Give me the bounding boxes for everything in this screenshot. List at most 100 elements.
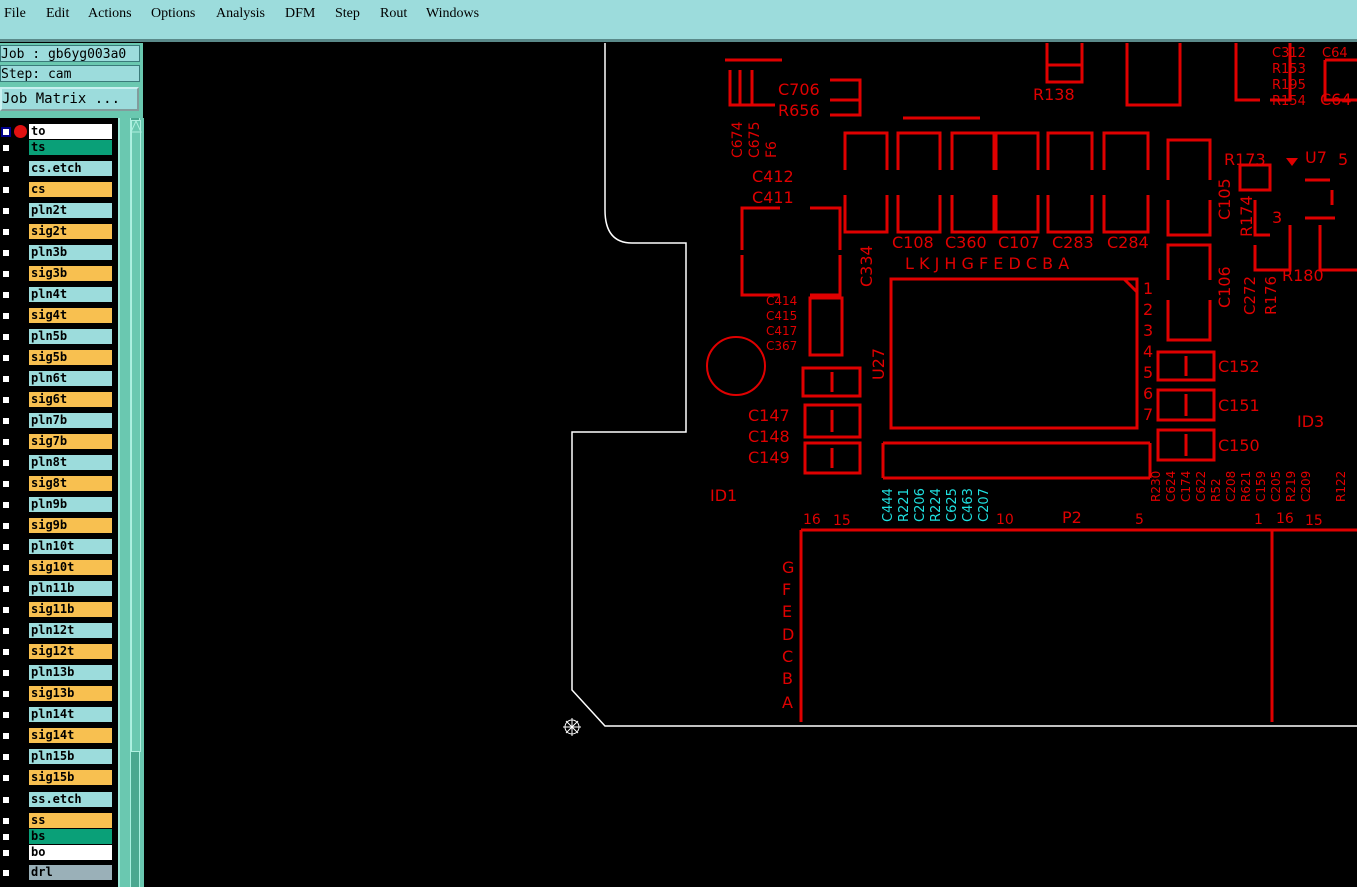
layer-scrollbar[interactable]	[118, 118, 144, 887]
layer-checkbox[interactable]	[0, 436, 12, 448]
menu-windows[interactable]: Windows	[426, 6, 480, 21]
layer-checkbox[interactable]	[0, 247, 12, 259]
layer-checkbox[interactable]	[0, 562, 12, 574]
layer-checkbox[interactable]	[0, 604, 12, 616]
layer-pln4t[interactable]: pln4t	[29, 287, 112, 302]
layer-checkbox[interactable]	[0, 394, 12, 406]
ref-label: C334	[857, 245, 876, 287]
row-letter: B	[782, 669, 793, 688]
copper-shapes	[706, 43, 1357, 722]
layer-checkbox[interactable]	[0, 709, 12, 721]
menu-analysis[interactable]: Analysis	[216, 6, 265, 21]
layer-sig15b[interactable]: sig15b	[29, 770, 112, 785]
layer-pln7b[interactable]: pln7b	[29, 413, 112, 428]
ref-label: C106	[1215, 266, 1234, 308]
layer-pln2t[interactable]: pln2t	[29, 203, 112, 218]
layer-pln8t[interactable]: pln8t	[29, 455, 112, 470]
layer-checkbox[interactable]	[0, 289, 12, 301]
layer-sig2t[interactable]: sig2t	[29, 224, 112, 239]
layer-drl[interactable]: drl	[29, 865, 112, 880]
ref-label: U27	[869, 348, 888, 380]
layer-to[interactable]: to	[29, 124, 112, 139]
menu-step[interactable]: Step	[335, 6, 360, 21]
layer-sig12t[interactable]: sig12t	[29, 644, 112, 659]
layer-checkbox[interactable]	[0, 163, 12, 175]
layer-checkbox[interactable]	[0, 751, 12, 763]
layer-checkbox[interactable]	[0, 310, 12, 322]
layer-checkbox[interactable]	[0, 847, 12, 859]
layer-sig14t[interactable]: sig14t	[29, 728, 112, 743]
layer-pln15b[interactable]: pln15b	[29, 749, 112, 764]
menu-file[interactable]: File	[4, 6, 26, 21]
ref-label: C283	[1052, 233, 1094, 252]
layer-checkbox[interactable]	[0, 815, 12, 827]
ref-label: R195	[1272, 78, 1306, 93]
layer-sig4t[interactable]: sig4t	[29, 308, 112, 323]
ref-label: R173	[1224, 150, 1266, 169]
layer-checkbox[interactable]	[0, 126, 12, 138]
layer-sig7b[interactable]: sig7b	[29, 434, 112, 449]
layer-ss[interactable]: ss	[29, 813, 112, 828]
pin-letters: L K J H G F E D C B A	[905, 254, 1069, 273]
layer-checkbox[interactable]	[0, 184, 12, 196]
menu-options[interactable]: Options	[151, 6, 196, 21]
layer-checkbox[interactable]	[0, 625, 12, 637]
layer-sig3b[interactable]: sig3b	[29, 266, 112, 281]
layer-checkbox[interactable]	[0, 457, 12, 469]
layer-sig6t[interactable]: sig6t	[29, 392, 112, 407]
layer-checkbox[interactable]	[0, 867, 12, 879]
layer-sig8t[interactable]: sig8t	[29, 476, 112, 491]
layer-pln13b[interactable]: pln13b	[29, 665, 112, 680]
layer-checkbox[interactable]	[0, 226, 12, 238]
layer-pln6t[interactable]: pln6t	[29, 371, 112, 386]
layer-sig9b[interactable]: sig9b	[29, 518, 112, 533]
layer-checkbox[interactable]	[0, 772, 12, 784]
layer-checkbox[interactable]	[0, 667, 12, 679]
job-matrix-button[interactable]: Job Matrix ...	[0, 87, 139, 111]
layer-checkbox[interactable]	[0, 688, 12, 700]
menu-rout[interactable]: Rout	[380, 6, 408, 21]
layer-sig5b[interactable]: sig5b	[29, 350, 112, 365]
layer-sig11b[interactable]: sig11b	[29, 602, 112, 617]
layer-checkbox[interactable]	[0, 520, 12, 532]
layer-sig13b[interactable]: sig13b	[29, 686, 112, 701]
layer-pln11b[interactable]: pln11b	[29, 581, 112, 596]
layer-pln9b[interactable]: pln9b	[29, 497, 112, 512]
layer-checkbox[interactable]	[0, 268, 12, 280]
menu-actions[interactable]: Actions	[88, 6, 132, 21]
layer-pln10t[interactable]: pln10t	[29, 539, 112, 554]
ref-label: C367	[766, 339, 797, 353]
layer-checkbox[interactable]	[0, 331, 12, 343]
menu-edit[interactable]: Edit	[46, 6, 70, 21]
layer-checkbox[interactable]	[0, 142, 12, 154]
layer-checkbox[interactable]	[0, 730, 12, 742]
layer-checkbox[interactable]	[0, 205, 12, 217]
layer-checkbox[interactable]	[0, 478, 12, 490]
layer-checkbox[interactable]	[0, 794, 12, 806]
layer-pln5b[interactable]: pln5b	[29, 329, 112, 344]
layer-checkbox[interactable]	[0, 831, 12, 843]
layer-ts[interactable]: ts	[29, 140, 112, 155]
layer-checkbox[interactable]	[0, 373, 12, 385]
scroll-up-arrow-icon[interactable]	[130, 120, 142, 134]
layer-pln12t[interactable]: pln12t	[29, 623, 112, 638]
layer-bo[interactable]: bo	[29, 845, 112, 860]
layer-checkbox[interactable]	[0, 646, 12, 658]
layer-bs[interactable]: bs	[29, 829, 112, 844]
layer-checkbox[interactable]	[0, 352, 12, 364]
layer-pln3b[interactable]: pln3b	[29, 245, 112, 260]
layer-sig10t[interactable]: sig10t	[29, 560, 112, 575]
layer-ss.etch[interactable]: ss.etch	[29, 792, 112, 807]
layer-checkbox[interactable]	[0, 541, 12, 553]
row-letter: D	[782, 625, 794, 644]
pin-number: 10	[996, 512, 1014, 528]
layer-cs[interactable]: cs	[29, 182, 112, 197]
ref-label: C64	[1320, 90, 1352, 109]
layer-cs.etch[interactable]: cs.etch	[29, 161, 112, 176]
layer-checkbox[interactable]	[0, 415, 12, 427]
layer-pln14t[interactable]: pln14t	[29, 707, 112, 722]
menu-dfm[interactable]: DFM	[285, 6, 316, 21]
layer-checkbox[interactable]	[0, 499, 12, 511]
layer-checkbox[interactable]	[0, 583, 12, 595]
